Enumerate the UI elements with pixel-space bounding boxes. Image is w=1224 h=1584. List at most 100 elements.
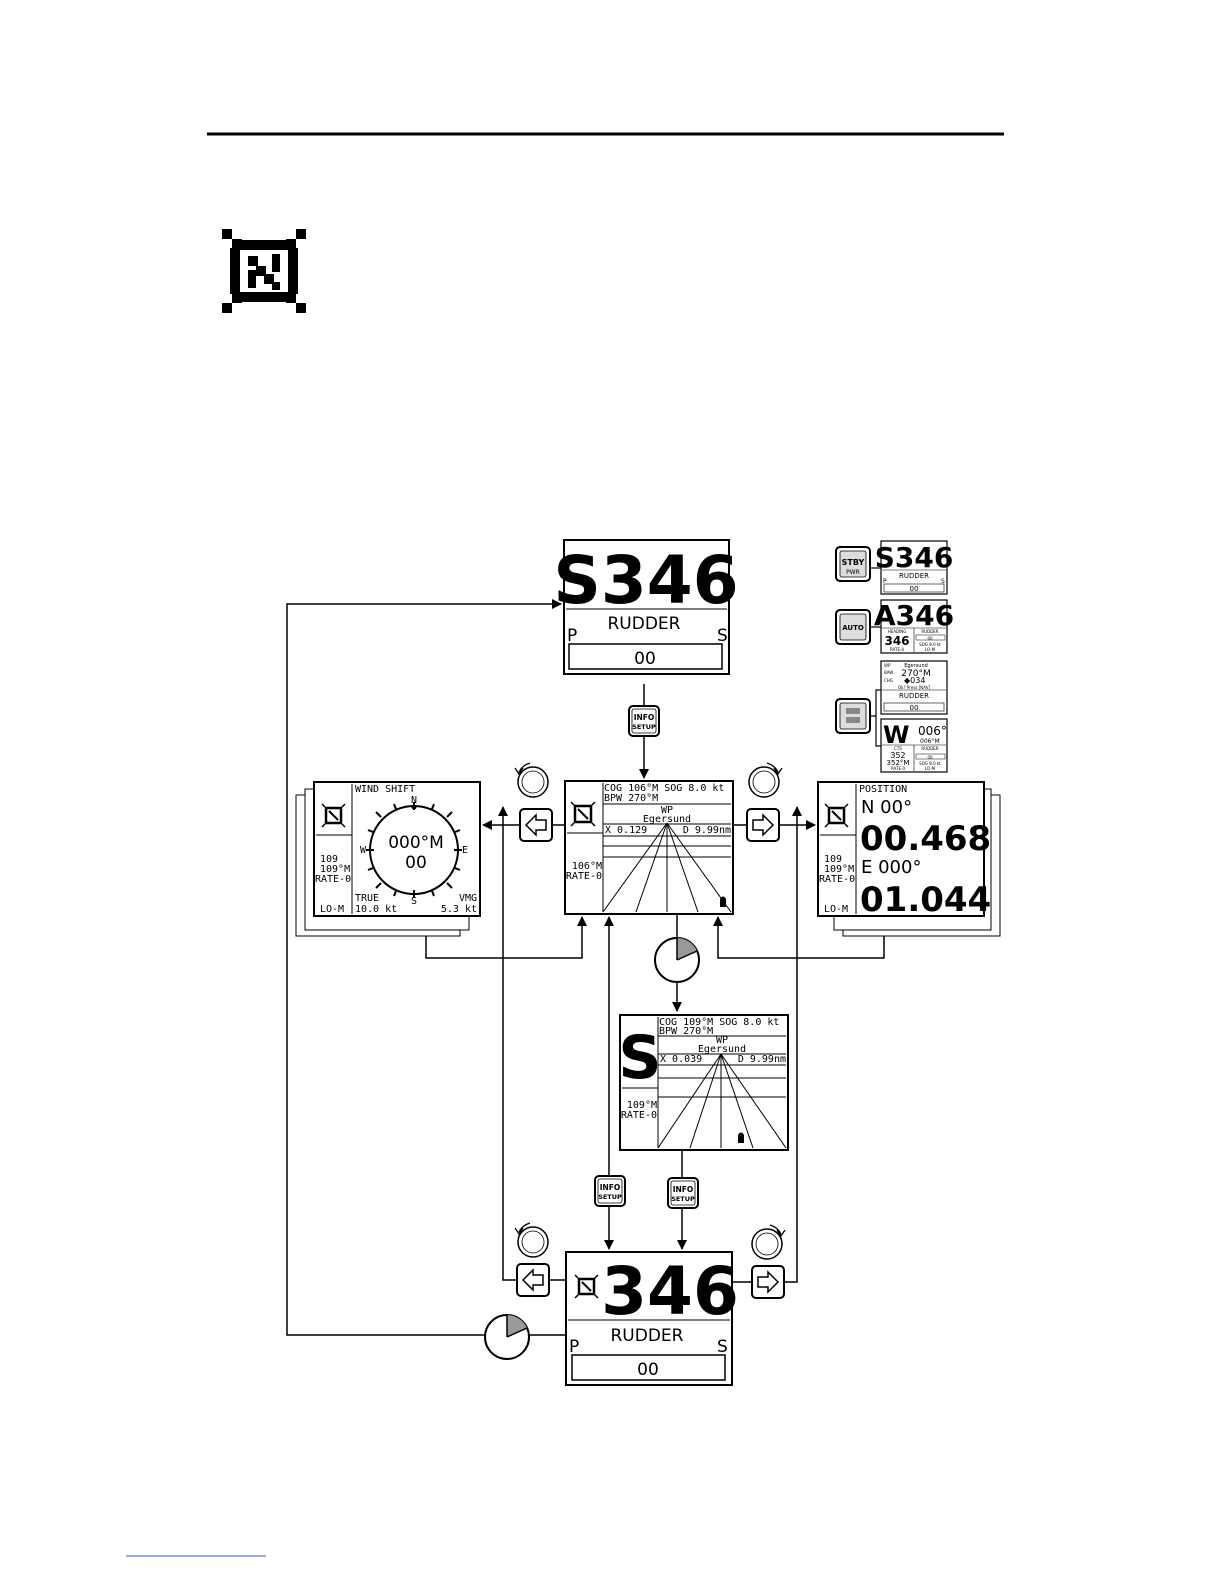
position-screen-mode-icon xyxy=(824,803,849,828)
wind-shift-screen: WIND SHIFT N W E S 000°M 00 109 109° xyxy=(295,781,481,937)
bottom-screen-heading: 346 xyxy=(601,1253,739,1330)
mid-highway xyxy=(657,1053,787,1149)
bottom-screen-mode-icon xyxy=(574,1274,599,1299)
wind-dial-ticks xyxy=(366,802,462,898)
wind-mode: LO-M xyxy=(320,904,344,915)
svg-text:STBY: STBY xyxy=(842,558,865,567)
wind-n: N xyxy=(411,795,417,806)
rotary-knob-ccw-top[interactable] xyxy=(514,762,549,798)
nav-bpw: BPW 270°M xyxy=(604,793,658,804)
nav-highway xyxy=(602,822,732,913)
svg-text:Ok? Press [NAV]: Ok? Press [NAV] xyxy=(898,685,930,690)
wind-w: W xyxy=(360,845,367,856)
wind-left-3: RATE-0 xyxy=(315,874,351,885)
svg-text:RATE-0: RATE-0 xyxy=(891,766,905,771)
svg-text:SOG 8.0 kt: SOG 8.0 kt xyxy=(919,642,941,647)
mid-heading: 109°M xyxy=(627,1100,657,1111)
svg-text:LO-M: LO-M xyxy=(925,647,936,652)
svg-text:RATE-0: RATE-0 xyxy=(890,647,904,652)
info-setup-button-right[interactable]: INFO SETUP xyxy=(667,1177,699,1209)
mid-rate: RATE-0 xyxy=(621,1110,657,1121)
svg-text:INFO: INFO xyxy=(600,1183,621,1192)
top-screen-bar-value: 00 xyxy=(634,649,656,669)
pos-lon-val: 01.044 xyxy=(860,880,991,920)
mid-bpw: BPW 270°M xyxy=(659,1026,713,1037)
svg-text:PWR: PWR xyxy=(846,569,860,576)
svg-text:RUDDER: RUDDER xyxy=(921,629,938,634)
svg-text:Egersund: Egersund xyxy=(904,663,928,669)
bottom-screen-stbd: S xyxy=(717,1337,728,1357)
nav-wp-label: WP xyxy=(661,805,673,816)
nav-heading: 106°M xyxy=(572,861,602,872)
timer-icon-center xyxy=(654,937,700,983)
right-arrow-button-top[interactable] xyxy=(746,808,780,842)
mini-screen-nav-confirm: WP Egersund BAW 270°M CHG ◆034 Ok? Press… xyxy=(880,660,948,715)
top-screen-stbd: S xyxy=(717,626,728,646)
pos-lat-val: 00.468 xyxy=(860,819,991,859)
nav-screen: COG 106°M SOG 8.0 kt BPW 270°M WP Egersu… xyxy=(564,780,734,915)
bottom-screen-bar-value: 00 xyxy=(637,1360,659,1380)
pos-title: POSITION xyxy=(859,784,907,795)
nav-button[interactable] xyxy=(835,698,871,734)
position-screen: POSITION N 00° 00.468 E 000° 01.044 109 … xyxy=(817,781,1001,937)
svg-text:00: 00 xyxy=(910,585,919,593)
svg-text:P: P xyxy=(883,578,887,585)
svg-text:00: 00 xyxy=(927,755,933,760)
top-rudder-bar xyxy=(568,643,723,670)
wind-screen-mode-icon xyxy=(321,803,346,828)
timer-icon-bottom xyxy=(484,1314,530,1360)
svg-text:SOG 8.0 kt: SOG 8.0 kt xyxy=(919,761,941,766)
svg-text:352: 352 xyxy=(890,751,905,760)
mid-cog-sog: COG 109°M SOG 8.0 kt xyxy=(659,1017,779,1028)
svg-text:006°M: 006°M xyxy=(920,738,940,745)
mid-wp-label: WP xyxy=(716,1035,728,1046)
wind-true-label: TRUE xyxy=(355,893,379,904)
svg-text:A346: A346 xyxy=(874,599,954,632)
svg-text:INFO: INFO xyxy=(634,713,655,722)
mid-boat-icon xyxy=(738,1132,744,1143)
nav-xte: X 0.129 xyxy=(605,825,647,836)
mid-nav-screen: S COG 109°M SOG 8.0 kt BPW 270°M WP Eger… xyxy=(618,1014,789,1151)
pos-lon-hdr: E 000° xyxy=(861,857,921,878)
pos-left-3: RATE-0 xyxy=(819,874,855,885)
left-arrow-button-bottom[interactable] xyxy=(516,1263,550,1297)
info-setup-button-top[interactable]: INFO SETUP xyxy=(628,705,660,737)
svg-text:S346: S346 xyxy=(875,541,954,574)
svg-text:00: 00 xyxy=(910,704,919,712)
top-screen-heading: S346 xyxy=(553,542,738,619)
svg-text:270°M: 270°M xyxy=(901,669,930,679)
pos-lat-hdr: N 00° xyxy=(861,797,912,818)
mini-screen-auto: A346 HEADING RUDDER 346 00 RATE-0 SOG 8.… xyxy=(874,599,954,654)
wind-left-2: 109°M xyxy=(320,864,350,875)
nav-screen-mode-icon xyxy=(570,801,596,827)
stby-button[interactable]: STBY PWR xyxy=(835,546,871,582)
svg-text:SETUP: SETUP xyxy=(632,723,656,731)
wind-center-sub: 00 xyxy=(405,853,427,873)
svg-text:CHG: CHG xyxy=(884,678,893,683)
svg-text:HEADING: HEADING xyxy=(888,629,907,634)
nav-rate: RATE-0 xyxy=(566,871,602,882)
rotary-knob-cw-top[interactable] xyxy=(748,762,783,798)
svg-text:WP: WP xyxy=(884,663,891,668)
nav-wp-name: Egersund xyxy=(643,814,691,825)
autopilot-mode-icon xyxy=(222,229,306,313)
auto-button[interactable]: AUTO xyxy=(835,609,871,645)
rotary-knob-ccw-bottom[interactable] xyxy=(514,1222,549,1258)
right-arrow-button-bottom[interactable] xyxy=(751,1265,785,1299)
top-screen: S346 RUDDER P S 00 xyxy=(553,539,739,675)
svg-text:352°M: 352°M xyxy=(887,759,910,767)
svg-text:LO-M: LO-M xyxy=(925,766,936,771)
wind-title: WIND SHIFT xyxy=(355,784,415,795)
svg-text:S: S xyxy=(941,578,945,585)
bottom-rudder-bar xyxy=(571,1354,726,1381)
left-arrow-button-top[interactable] xyxy=(519,808,553,842)
info-setup-button-left[interactable]: INFO SETUP xyxy=(594,1175,626,1207)
top-screen-label: RUDDER xyxy=(608,614,681,634)
wind-e: E xyxy=(462,845,468,856)
mid-wp-name: Egersund xyxy=(698,1044,746,1055)
svg-text:CTS: CTS xyxy=(894,746,902,751)
nav-boat-icon xyxy=(720,896,726,907)
wind-vmg-label: VMG xyxy=(459,893,477,904)
rotary-knob-cw-bottom[interactable] xyxy=(751,1224,786,1260)
wind-vmg-value: 5.3 kt xyxy=(441,904,477,915)
